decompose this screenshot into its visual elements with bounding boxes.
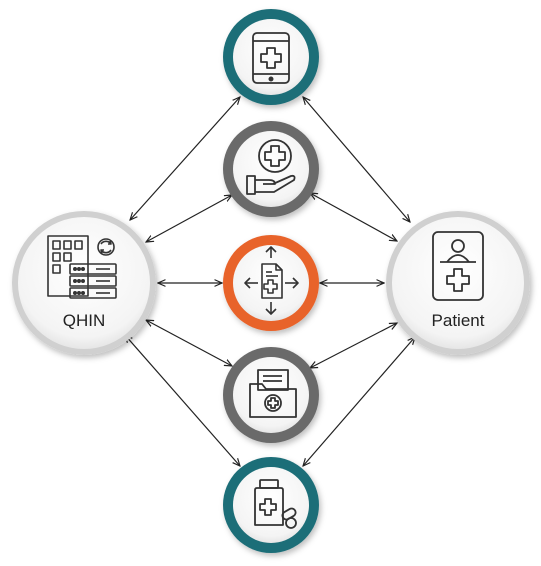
hand-holding-medical-cross-icon (246, 139, 296, 195)
exchange-node[interactable] (223, 235, 319, 331)
document-exchange-arrows-icon (244, 246, 299, 315)
qhin-label: QHIN (63, 311, 106, 330)
medicine-bottle-pills-icon (254, 479, 297, 529)
qhin-node[interactable]: QHIN (12, 211, 156, 355)
pharmacy-node[interactable] (223, 457, 319, 553)
medical-records-folder-icon (249, 369, 297, 418)
records-node[interactable] (223, 347, 319, 443)
patient-id-card-icon (432, 231, 484, 301)
tablet-node[interactable] (223, 9, 319, 105)
hospital-building-sync-server-icon (47, 235, 117, 299)
patient-label: Patient (432, 311, 485, 330)
arrow-qhin-tablet (130, 97, 240, 220)
arrow-qhin-care (146, 195, 232, 242)
arrow-qhin-records (146, 320, 232, 366)
connectors (125, 97, 415, 466)
patient-node[interactable]: Patient (386, 211, 530, 355)
arrow-tablet-patient (303, 97, 410, 222)
care-node[interactable] (223, 121, 319, 217)
medical-tablet-icon (252, 32, 290, 84)
arrow-records-patient (310, 323, 397, 368)
arrow-care-patient (310, 193, 397, 241)
arrow-qhin-pharmacy (125, 335, 240, 466)
arrow-pharmacy-patient (303, 337, 415, 466)
